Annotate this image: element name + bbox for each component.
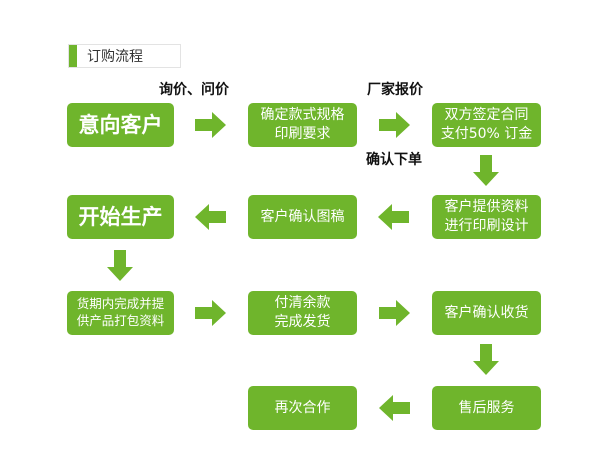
step-line: 客户提供资料: [444, 199, 529, 216]
arrow-right-icon: [379, 300, 410, 326]
step-after-sales: 售后服务: [432, 386, 541, 430]
step-line: 付清余款: [274, 295, 331, 312]
step-line: 支付50% 订金: [440, 126, 533, 142]
step-line: 双方签定合同: [444, 107, 529, 124]
label-inquiry: 询价、问价: [159, 82, 229, 98]
step-provide-materials: 客户提供资料 进行印刷设计: [432, 195, 541, 239]
step-line: 货期内完成并提: [76, 296, 165, 312]
step-line: 印刷要求: [274, 126, 331, 142]
step-line: 确定款式规格: [260, 107, 345, 124]
step-start-production: 开始生产: [67, 195, 174, 239]
arrow-right-icon: [379, 112, 410, 138]
arrow-down-icon: [473, 155, 499, 186]
step-confirm-receipt: 客户确认收货: [432, 291, 541, 335]
label-factory-quote: 厂家报价: [367, 82, 423, 98]
label-confirm-order: 确认下单: [366, 152, 422, 168]
step-line: 开始生产: [78, 204, 163, 229]
arrow-right-icon: [195, 112, 226, 138]
arrow-down-icon: [107, 250, 133, 281]
title-accent-bar: [69, 45, 77, 67]
step-line: 客户确认图稿: [260, 208, 345, 225]
arrow-down-icon: [473, 344, 499, 375]
arrow-left-icon: [378, 204, 409, 230]
step-cooperate-again: 再次合作: [248, 386, 357, 430]
step-complete-on-time: 货期内完成并提 供产品打包资料: [67, 291, 174, 335]
step-line: 供产品打包资料: [76, 313, 165, 328]
arrow-right-icon: [195, 300, 226, 326]
step-sign-contract: 双方签定合同 支付50% 订金: [432, 103, 541, 147]
step-line: 进行印刷设计: [444, 218, 529, 234]
step-line: 完成发货: [274, 314, 331, 330]
arrow-left-icon: [195, 204, 226, 230]
step-intent-customer: 意向客户: [67, 103, 174, 147]
step-pay-balance: 付清余款 完成发货: [248, 291, 357, 335]
step-confirm-style: 确定款式规格 印刷要求: [248, 103, 357, 147]
step-line: 售后服务: [458, 399, 515, 416]
step-line: 意向客户: [78, 112, 163, 137]
step-line: 再次合作: [274, 399, 331, 416]
section-title-text: 订购流程: [87, 49, 143, 65]
step-confirm-artwork: 客户确认图稿: [248, 195, 357, 239]
step-line: 客户确认收货: [444, 304, 529, 321]
arrow-left-icon: [379, 395, 410, 421]
section-title: 订购流程: [68, 44, 181, 68]
